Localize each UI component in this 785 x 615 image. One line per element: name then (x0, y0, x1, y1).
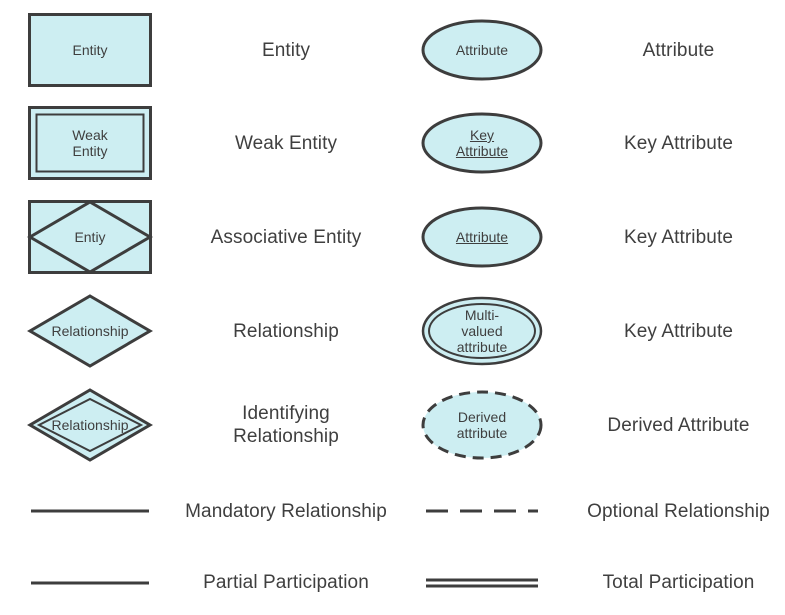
legend-cell-shape-left: Relationship (0, 378, 180, 472)
legend-cell-shape-right (392, 550, 572, 615)
key-attribute-shape: Key Attribute (421, 112, 543, 174)
mandatory-relationship-line (31, 506, 149, 516)
legend-label: Total Participation (602, 572, 755, 593)
legend-row: Entiy Associative Entity Attribute Key Attr… (0, 190, 785, 284)
multivalued-attribute-shape: Multi-valued attribute (421, 296, 543, 366)
legend-cell-shape-left: Entiy (0, 190, 180, 284)
legend-label: Key Attribute (623, 226, 734, 248)
entity-shape: Entity (28, 13, 152, 87)
legend-cell-label-right: Key Attribute (572, 96, 785, 190)
legend-label: Partial Participation (203, 572, 369, 593)
legend-cell-label-right: Derived Attribute (572, 378, 785, 472)
identifying-relationship-shape: Relationship (27, 388, 153, 462)
legend-cell-shape-right: Attribute (392, 4, 572, 96)
legend-cell-label-left: Weak Entity (180, 96, 392, 190)
legend-label: Weak Entity (234, 132, 338, 154)
legend-cell-shape-right: Attribute (392, 190, 572, 284)
optional-relationship-line (426, 506, 538, 516)
legend-cell-shape-right: Derived attribute (392, 378, 572, 472)
legend-row: Entity Entity Attribute Attribute (0, 4, 785, 96)
legend-label: Identifying Relationship (233, 403, 339, 447)
legend-cell-shape-right: Multi-valued attribute (392, 284, 572, 378)
legend-cell-label-left: Entity (180, 4, 392, 96)
legend-label: Key Attribute (623, 132, 734, 154)
legend-cell-shape-left: Weak Entity (0, 96, 180, 190)
key-attribute-shape-2: Attribute (421, 206, 543, 268)
legend-cell-label-right: Total Participation (572, 550, 785, 615)
legend-cell-label-right: Attribute (572, 4, 785, 96)
legend-cell-label-left: Mandatory Relationship (180, 472, 392, 550)
partial-participation-line (31, 578, 149, 588)
legend-cell-label-right: Key Attribute (572, 284, 785, 378)
legend-cell-label-right: Optional Relationship (572, 472, 785, 550)
legend-label: Key Attribute (623, 320, 734, 342)
legend-cell-label-left: Associative Entity (180, 190, 392, 284)
legend-label: Derived Attribute (607, 414, 750, 436)
legend-cell-label-right: Key Attribute (572, 190, 785, 284)
attribute-shape: Attribute (421, 19, 543, 81)
legend-cell-label-left: Relationship (180, 284, 392, 378)
legend-cell-shape-left (0, 550, 180, 615)
legend-label: Associative Entity (210, 226, 362, 248)
weak-entity-shape: Weak Entity (28, 106, 152, 180)
legend-cell-shape-right (392, 472, 572, 550)
legend-cell-label-left: Partial Participation (180, 550, 392, 615)
derived-attribute-shape: Derived attribute (421, 390, 543, 460)
legend-cell-shape-left (0, 472, 180, 550)
legend-row: Relationship Identifying Relationship Deri… (0, 378, 785, 472)
legend-row: Mandatory Relationship Optional Relations… (0, 472, 785, 550)
total-participation-line (426, 577, 538, 589)
legend-cell-label-left: Identifying Relationship (180, 378, 392, 472)
legend-label: Entity (261, 39, 311, 61)
legend-row: Weak Entity Weak Entity Key Attribute Key A… (0, 96, 785, 190)
legend-cell-shape-right: Key Attribute (392, 96, 572, 190)
legend-label: Attribute (642, 39, 715, 61)
legend-row: Relationship Relationship Multi-valued att… (0, 284, 785, 378)
legend-label: Mandatory Relationship (185, 500, 387, 522)
associative-entity-shape: Entiy (27, 200, 153, 274)
legend-label: Optional Relationship (587, 500, 770, 522)
relationship-shape: Relationship (27, 294, 153, 368)
legend-label: Relationship (233, 320, 339, 342)
legend-cell-shape-left: Entity (0, 4, 180, 96)
legend-row: Partial Participation Total Participation (0, 550, 785, 615)
legend-cell-shape-left: Relationship (0, 284, 180, 378)
